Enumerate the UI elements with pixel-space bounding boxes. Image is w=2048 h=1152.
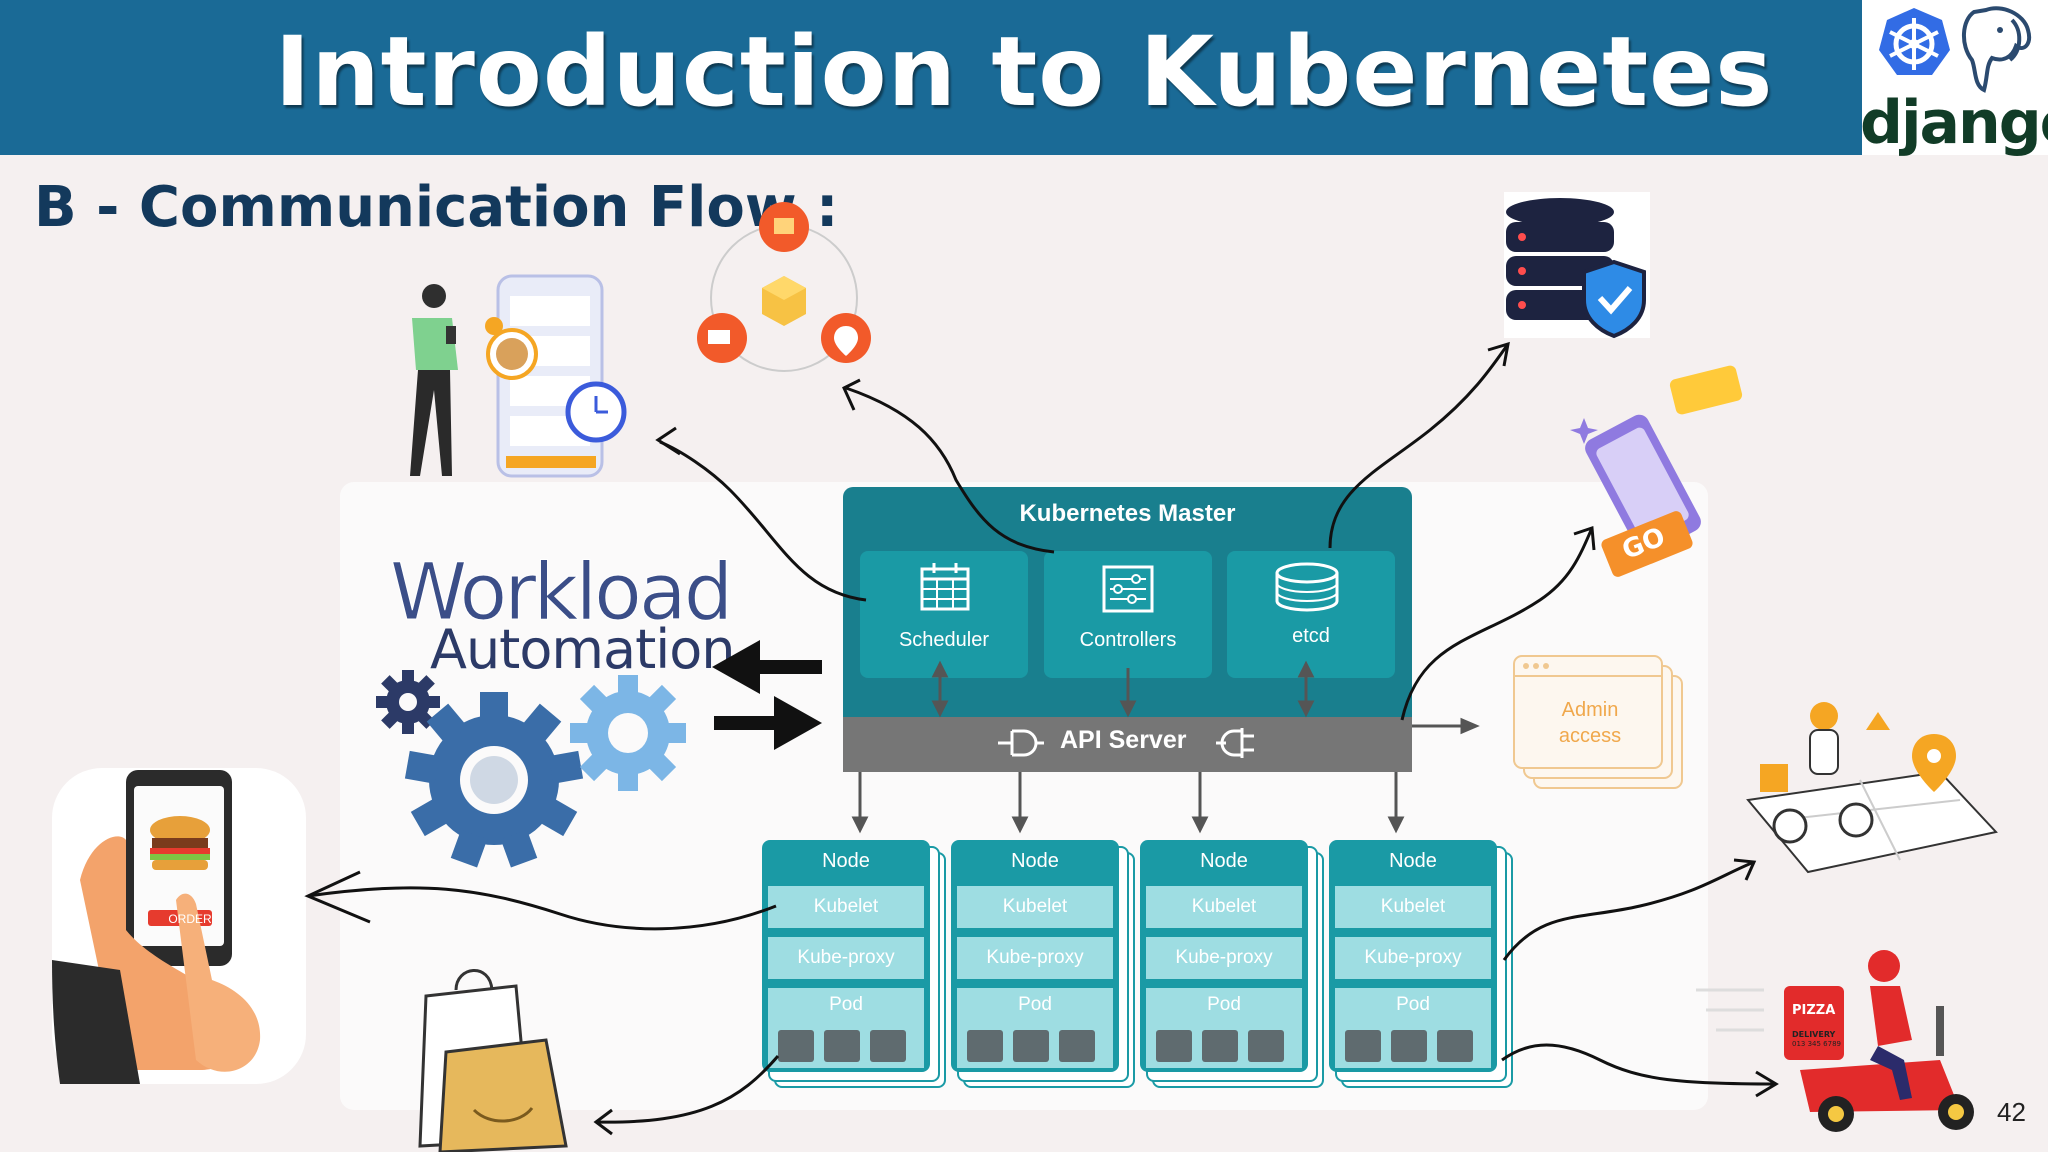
pod-box — [1013, 1030, 1049, 1062]
api-server-bar — [843, 717, 1412, 772]
person-ordering-icon — [410, 274, 627, 478]
delivery-phone: 013 345 6789 — [1792, 1040, 1841, 1048]
node-header: Node — [1011, 850, 1059, 872]
calendar-icon — [920, 563, 970, 611]
node-header: Node — [822, 850, 870, 872]
title-bar — [0, 0, 1862, 155]
node-card: Node Kubelet Kube-proxy Pod — [762, 840, 946, 1088]
etcd-label: etcd — [1292, 625, 1330, 647]
pizza-box-label: PIZZA — [1792, 1003, 1836, 1018]
node-header: Node — [1200, 850, 1248, 872]
delivery-map-icon — [1746, 702, 1998, 874]
logo-panel — [1862, 0, 2048, 155]
pod-group: Pod — [768, 988, 924, 1068]
kubelet-label: Kubelet — [1335, 886, 1491, 928]
sliders-icon — [1102, 565, 1154, 613]
kubernetes-master-title: Kubernetes Master — [1019, 500, 1236, 527]
pod-box — [778, 1030, 814, 1062]
node-card: Node Kubelet Kube-proxy Pod — [1140, 840, 1324, 1088]
pod-label: Pod — [1018, 994, 1052, 1015]
pod-label: Pod — [1207, 994, 1241, 1015]
pod-label: Pod — [829, 994, 863, 1015]
admin-access-label: Admin access — [1558, 699, 1622, 747]
secure-database-icon — [1504, 192, 1650, 339]
page-number: 42 — [1997, 1097, 2026, 1127]
pod-box — [967, 1030, 1003, 1062]
kubernetes-helm-icon — [1879, 8, 1950, 75]
pod-box — [1248, 1030, 1284, 1062]
pod-box — [1391, 1030, 1427, 1062]
kube-proxy-label: Kube-proxy — [1146, 937, 1302, 979]
kube-proxy-label: Kube-proxy — [768, 937, 924, 979]
pod-label: Pod — [1396, 994, 1430, 1015]
controllers-label: Controllers — [1079, 629, 1177, 651]
django-logo: django — [1860, 88, 2048, 158]
kubelet-label: Kubelet — [957, 886, 1113, 928]
kube-proxy-label: Kube-proxy — [957, 937, 1113, 979]
scheduler-component: Scheduler — [860, 551, 1028, 678]
scheduler-label: Scheduler — [898, 629, 990, 651]
order-button: ORDER — [168, 912, 212, 926]
pod-box — [1156, 1030, 1192, 1062]
database-icon — [1275, 562, 1339, 612]
pod-box — [870, 1030, 906, 1062]
pod-box — [1059, 1030, 1095, 1062]
kubelet-label: Kubelet — [1146, 886, 1302, 928]
pod-group: Pod — [957, 988, 1113, 1068]
kubelet-label: Kubelet — [768, 886, 924, 928]
api-server-label: API Server — [1060, 726, 1187, 754]
pod-group: Pod — [1146, 988, 1302, 1068]
hand-ordering-phone-icon — [52, 768, 306, 1084]
section-heading: B - Communication Flow : — [34, 175, 839, 240]
node-card: Node Kubelet Kube-proxy Pod — [1329, 840, 1513, 1088]
etcd-component: etcd — [1227, 551, 1395, 678]
pod-box — [1345, 1030, 1381, 1062]
pod-group: Pod — [1335, 988, 1491, 1068]
slide-title: Introduction to Kubernetes — [274, 16, 1774, 128]
controllers-component: Controllers — [1044, 551, 1212, 678]
kube-proxy-label: Kube-proxy — [1335, 937, 1491, 979]
node-card: Node Kubelet Kube-proxy Pod — [951, 840, 1135, 1088]
pod-box — [824, 1030, 860, 1062]
node-header: Node — [1389, 850, 1437, 872]
delivery-label: DELIVERY — [1792, 1030, 1836, 1039]
pod-box — [1437, 1030, 1473, 1062]
postgresql-elephant-icon — [1962, 6, 2031, 93]
automation-title: Automation — [430, 618, 736, 681]
pod-box — [1202, 1030, 1238, 1062]
